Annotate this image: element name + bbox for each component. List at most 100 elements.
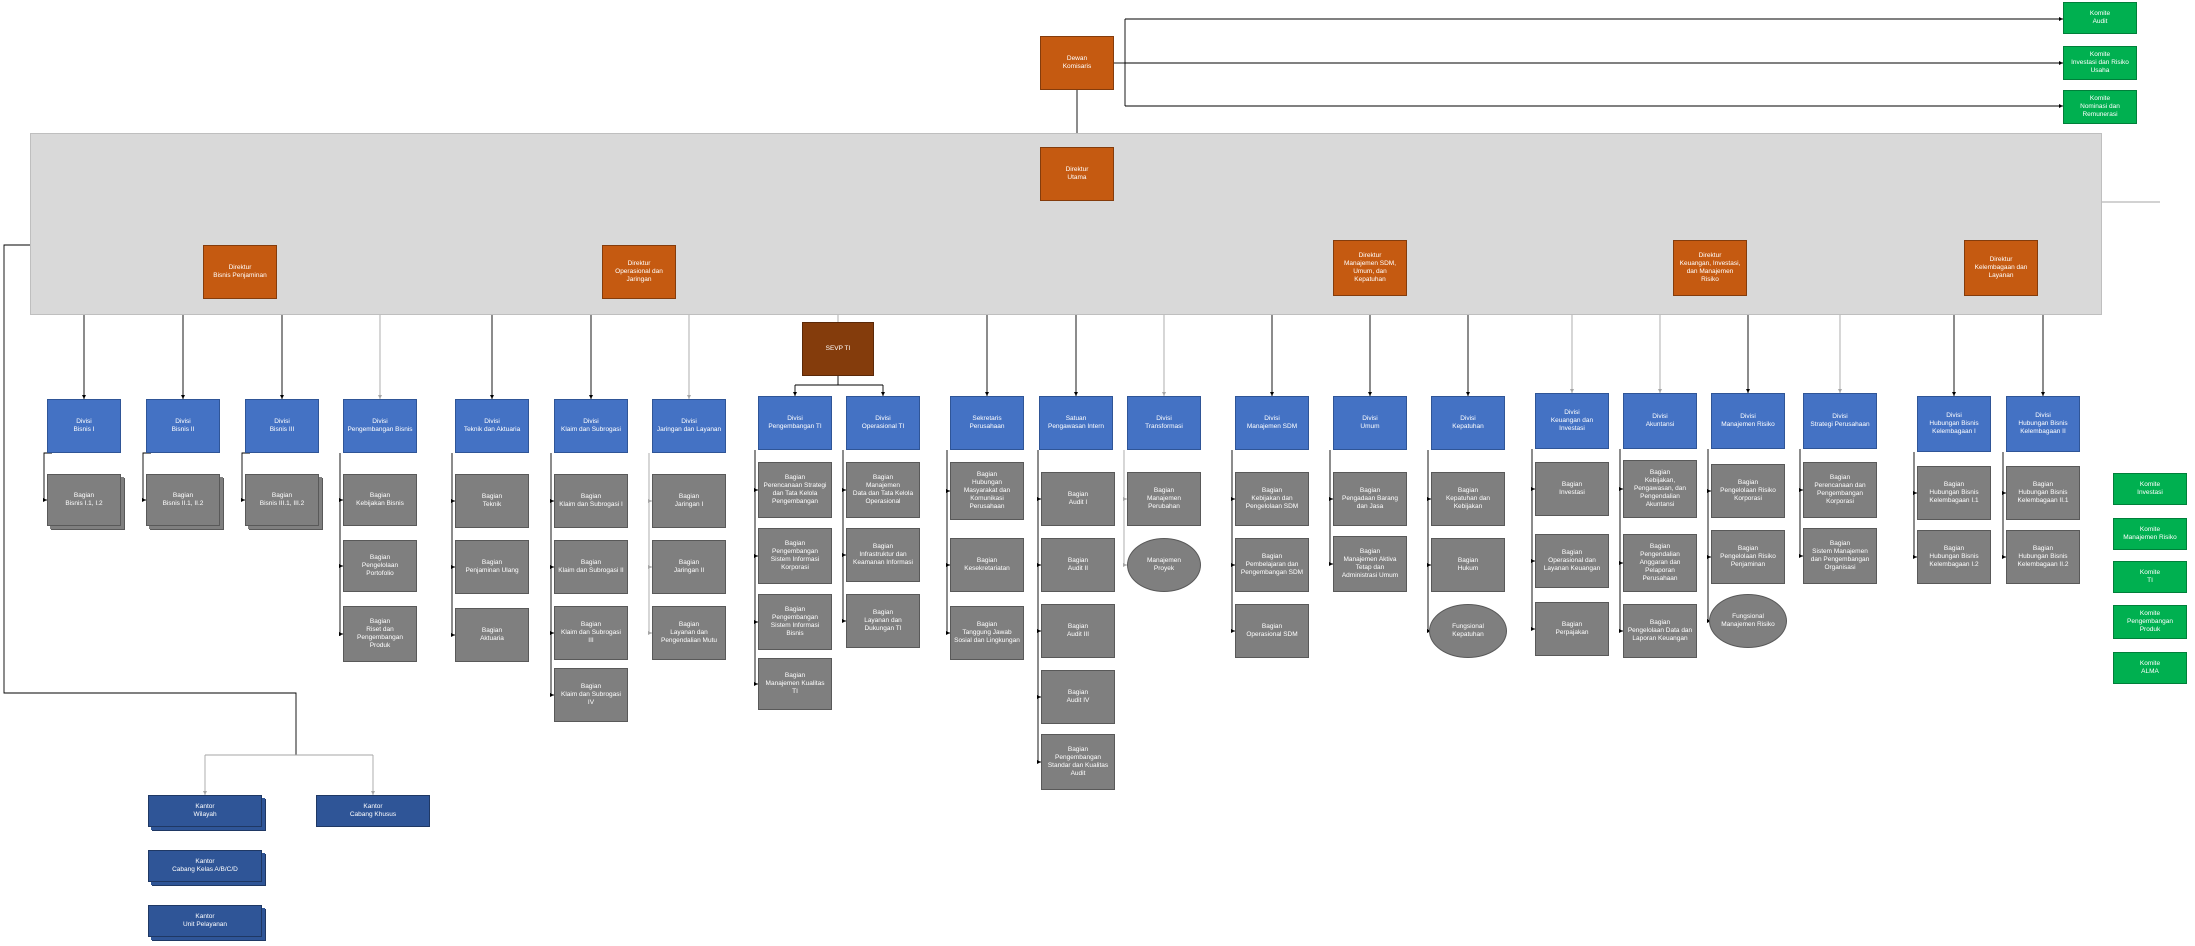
bagian-pengembangan-si-korporasi: Bagian Pengembangan Sistem Informasi Kor… <box>758 528 832 584</box>
arrowhead-55 <box>687 395 691 399</box>
bagian-layanan-dukungan-ti: Bagian Layanan dan Dukungan TI <box>846 594 920 648</box>
arrowhead-88 <box>754 488 758 492</box>
arrowhead-206 <box>1913 555 1917 559</box>
arrowhead-188 <box>1707 555 1711 559</box>
dewan-komisaris: Dewan Komisaris <box>1040 36 1114 90</box>
bagian-hbk-1-2: Bagian Hubungan Bisnis Kelembagaan I.2 <box>1917 530 1991 584</box>
arrowhead-127 <box>1037 760 1041 764</box>
divisi-hubungan-bisnis-kelembagaan-2: Divisi Hubungan Bisnis Kelembagaan II <box>2006 396 2080 452</box>
arrowhead-165 <box>1658 389 1662 393</box>
bagian-hukum: Bagian Hukum <box>1431 538 1505 592</box>
bagian-bisnis-2: Bagian Bisnis II.1, II.2 <box>146 474 220 526</box>
bagian-kepatuhan-kebijakan: Bagian Kepatuhan dan Kebijakan <box>1431 472 1505 526</box>
arrowhead-34 <box>43 498 47 502</box>
arrowhead-101 <box>842 619 846 623</box>
divisi-keuangan-investasi: Divisi Keuangan dan Investasi <box>1535 393 1609 449</box>
fungsional-kepatuhan: Fungsional Kepatuhan <box>1429 604 1507 658</box>
arrowhead-199 <box>1952 392 1956 396</box>
arrowhead-29 <box>280 395 284 399</box>
komite-manajemen-risiko: Komite Manajemen Risiko <box>2113 518 2187 550</box>
arrowhead-97 <box>842 488 846 492</box>
connector-32 <box>43 452 52 500</box>
sevp-ti: SEVP TI <box>802 322 874 376</box>
arrowhead-47 <box>339 632 343 636</box>
arrowhead-152 <box>1329 562 1333 566</box>
bagian-manajemen-data-tata-kelola: Bagian Manajemen Data dan Tata Kelola Op… <box>846 462 920 518</box>
bagian-pengadaan-barang-jasa: Bagian Pengadaan Barang dan Jasa <box>1333 472 1407 526</box>
arrowhead-163 <box>1570 389 1574 393</box>
divisi-manajemen-sdm: Divisi Manajemen SDM <box>1235 396 1309 450</box>
bagian-investasi: Bagian Investasi <box>1535 462 1609 516</box>
bagian-riset-pengembangan-produk: Bagian Riset dan Pengembangan Produk <box>343 606 417 662</box>
arrowhead-147 <box>1231 629 1235 633</box>
bagian-hbk-2-1: Bagian Hubungan Bisnis Kelembagaan II.1 <box>2006 466 2080 520</box>
arrowhead-70 <box>550 631 554 635</box>
arrowhead-112 <box>946 489 950 493</box>
connector-213 <box>3 244 297 755</box>
divisi-pengembangan-ti: Divisi Pengembangan TI <box>758 396 832 450</box>
bagian-kebijakan-pengelolaan-sdm: Bagian Kebijakan dan Pengelolaan SDM <box>1235 472 1309 526</box>
bagian-pengembangan-standar-audit: Bagian Pengembangan Standar dan Kualitas… <box>1041 734 1115 790</box>
bagian-pengembangan-si-bisnis: Bagian Pengembangan Sistem Informasi Bis… <box>758 594 832 650</box>
komite-investasi-risiko-usaha: Komite Investasi dan Risiko Usaha <box>2063 46 2137 80</box>
bagian-klaim-subrogasi-3: Bagian Klaim dan Subrogasi III <box>554 606 628 660</box>
arrowhead-201 <box>2041 392 2045 396</box>
kantor-cabang-kelas: Kantor Cabang Kelas A/B/C/D <box>148 850 262 882</box>
arrowhead-90 <box>754 554 758 558</box>
arrowhead-211 <box>2002 555 2006 559</box>
bagian-aktuaria: Bagian Aktuaria <box>455 608 529 662</box>
arrowhead-183 <box>1619 629 1623 633</box>
komite-nominasi-remunerasi: Komite Nominasi dan Remunerasi <box>2063 90 2137 124</box>
arrowhead-209 <box>2002 491 2006 495</box>
divisi-akuntansi: Divisi Akuntansi <box>1623 393 1697 449</box>
arrowhead-172 <box>1531 487 1535 491</box>
divisi-pengembangan-bisnis: Divisi Pengembangan Bisnis <box>343 399 417 453</box>
bagian-kebijakan-pengawasan-akuntansi: Bagian Kebijakan, Pengawasan, dan Pengen… <box>1623 460 1697 518</box>
bagian-audit-1: Bagian Audit I <box>1041 472 1115 526</box>
arrowhead-136 <box>1270 392 1274 396</box>
bagian-pengelolaan-risiko-korporasi: Bagian Pengelolaan Risiko Korporasi <box>1711 464 1785 518</box>
fungsional-manajemen-risiko: Fungsional Manajemen Risiko <box>1709 594 1787 648</box>
bagian-operasional-layanan-keuangan: Bagian Operasional dan Layanan Keuangan <box>1535 534 1609 588</box>
arrowhead-51 <box>490 395 494 399</box>
bagian-tjsl: Bagian Tanggung Jawab Sosial dan Lingkun… <box>950 606 1024 660</box>
arrowhead-150 <box>1329 497 1333 501</box>
arrowhead-7 <box>2059 104 2063 108</box>
bagian-humas-komunikasi: Bagian Hubungan Masyarakat dan Komunikas… <box>950 462 1024 520</box>
arrowhead-169 <box>1838 389 1842 393</box>
arrowhead-130 <box>1123 497 1127 501</box>
arrowhead-121 <box>1037 563 1041 567</box>
arrowhead-193 <box>1799 488 1803 492</box>
direktur-kelembagaan-layanan: Direktur Kelembagaan dan Layanan <box>1964 240 2038 296</box>
komite-audit: Komite Audit <box>2063 2 2137 34</box>
arrowhead-53 <box>589 395 593 399</box>
direktur-bisnis-penjaminan: Direktur Bisnis Penjaminan <box>203 245 277 299</box>
divisi-transformasi: Divisi Transformasi <box>1127 396 1201 450</box>
bagian-audit-4: Bagian Audit IV <box>1041 670 1115 724</box>
arrowhead-105 <box>985 392 989 396</box>
arrowhead-68 <box>550 565 554 569</box>
arrowhead-99 <box>842 553 846 557</box>
bagian-klaim-subrogasi-1: Bagian Klaim dan Subrogasi I <box>554 474 628 528</box>
satuan-pengawasan-intern: Satuan Pengawasan Intern <box>1039 396 1113 450</box>
arrowhead-145 <box>1231 563 1235 567</box>
arrowhead-109 <box>1162 392 1166 396</box>
arrowhead-176 <box>1531 627 1535 631</box>
bagian-manajemen-perubahan: Bagian Manajemen Perubahan <box>1127 472 1201 526</box>
arrowhead-116 <box>946 631 950 635</box>
divisi-operasional-ti: Divisi Operasional TI <box>846 396 920 450</box>
bagian-audit-2: Bagian Audit II <box>1041 538 1115 592</box>
arrowhead-143 <box>1231 497 1235 501</box>
bagian-kebijakan-bisnis: Bagian Kebijakan Bisnis <box>343 474 417 526</box>
divisi-hubungan-bisnis-kelembagaan-1: Divisi Hubungan Bisnis Kelembagaan I <box>1917 396 1991 452</box>
bagian-hbk-2-2: Bagian Hubungan Bisnis Kelembagaan II.2 <box>2006 530 2080 584</box>
arrowhead-83 <box>793 392 797 396</box>
bagian-penjaminan-ulang: Bagian Penjaminan Ulang <box>455 540 529 594</box>
arrowhead-43 <box>339 498 343 502</box>
arrowhead-5 <box>2059 61 2063 65</box>
arrowhead-125 <box>1037 695 1041 699</box>
arrowhead-61 <box>451 565 455 569</box>
sekretaris-perusahaan: Sekretaris Perusahaan <box>950 396 1024 450</box>
bagian-jaringan-2: Bagian Jaringan II <box>652 540 726 594</box>
bagian-perencanaan-pengembangan-korporasi: Bagian Perencanaan dan Pengembangan Korp… <box>1803 462 1877 518</box>
